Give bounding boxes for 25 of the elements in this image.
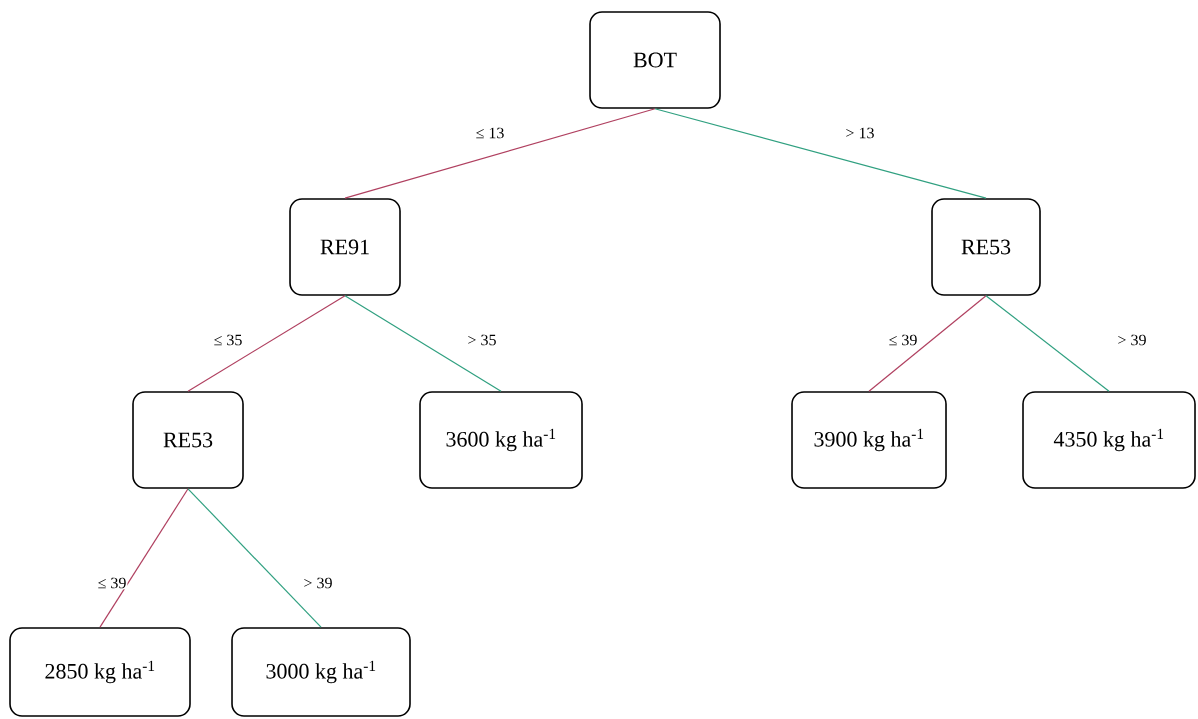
tree-node-box: BOT [589, 11, 721, 109]
tree-branch-line [654, 108, 987, 199]
edge-label: ≤ 39 [96, 576, 128, 590]
tree-node-box: RE91 [289, 198, 401, 296]
tree-branch-line [868, 295, 987, 392]
tree-branch-line [344, 295, 502, 392]
edge-label: ≤ 35 [212, 333, 244, 347]
tree-branch-line [344, 108, 656, 199]
edge-label: ≤ 39 [887, 333, 919, 347]
tree-node-box: 4350 kg ha$^{-1}$ [1022, 391, 1196, 489]
tree-node-box: 2850 kg ha$^{-1}$ [9, 627, 191, 717]
tree-branch-line [99, 488, 189, 628]
tree-branch-line [985, 295, 1110, 392]
tree-branch-line [187, 488, 322, 628]
tree-node-box: 3000 kg ha$^{-1}$ [231, 627, 411, 717]
edge-label: ≤ 13 [474, 126, 506, 140]
edge-label: > 13 [844, 126, 876, 140]
tree-node-box: RE53 [132, 391, 244, 489]
tree-node-box: RE53 [931, 198, 1041, 296]
edge-label: > 39 [1116, 333, 1148, 347]
tree-branch-line [187, 295, 346, 392]
tree-node-box: 3900 kg ha$^{-1}$ [791, 391, 947, 489]
edge-label: > 39 [302, 576, 334, 590]
edge-label: > 35 [466, 333, 498, 347]
tree-node-box: 3600 kg ha$^{-1}$ [419, 391, 583, 489]
